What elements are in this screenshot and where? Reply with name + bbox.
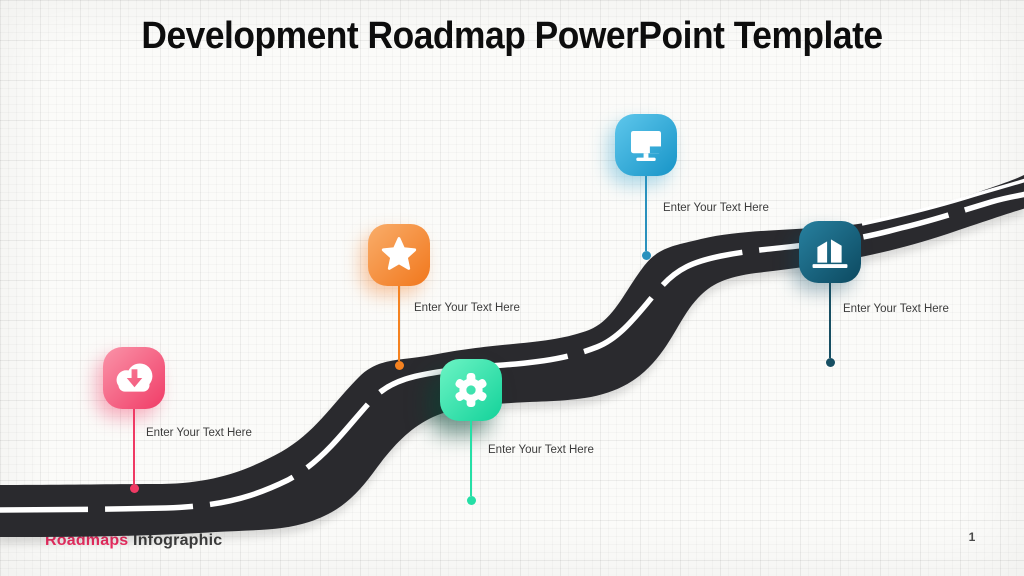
milestone-cloud-download: Enter Your Text Here [103, 347, 273, 497]
gear-icon[interactable] [440, 359, 502, 421]
milestone-label[interactable]: Enter Your Text Here [146, 427, 252, 439]
star-icon[interactable] [368, 224, 430, 286]
milestone-dot [129, 484, 139, 493]
milestone-stem [645, 176, 648, 251]
page-title[interactable]: Development Roadmap PowerPoint Template [141, 15, 883, 57]
milestone-stem [398, 286, 401, 361]
milestone-monitor: Enter Your Text Here [615, 114, 785, 264]
milestone-dot [825, 358, 835, 367]
milestone-buildings: Enter Your Text Here [799, 221, 969, 371]
buildings-icon[interactable] [799, 221, 861, 283]
milestone-label[interactable]: Enter Your Text Here [414, 302, 520, 314]
milestone-gear: Enter Your Text Here [440, 359, 610, 509]
cloud-download-icon[interactable] [103, 347, 165, 409]
milestone-label[interactable]: Enter Your Text Here [488, 444, 594, 456]
milestone-label[interactable]: Enter Your Text Here [843, 303, 949, 315]
milestone-stem [829, 283, 832, 358]
milestone-stem [133, 409, 136, 484]
monitor-icon[interactable] [615, 114, 677, 176]
milestone-stem [470, 421, 473, 496]
road-center-line [0, 191, 1024, 513]
milestone-dot [394, 361, 404, 370]
milestone-label[interactable]: Enter Your Text Here [663, 202, 769, 214]
milestone-dot [466, 496, 476, 505]
page-number: 1 [968, 530, 976, 544]
road-upper-line [861, 178, 1024, 226]
milestone-dot [641, 251, 651, 260]
milestone-star: Enter Your Text Here [368, 224, 538, 374]
road-body [0, 174, 1024, 537]
